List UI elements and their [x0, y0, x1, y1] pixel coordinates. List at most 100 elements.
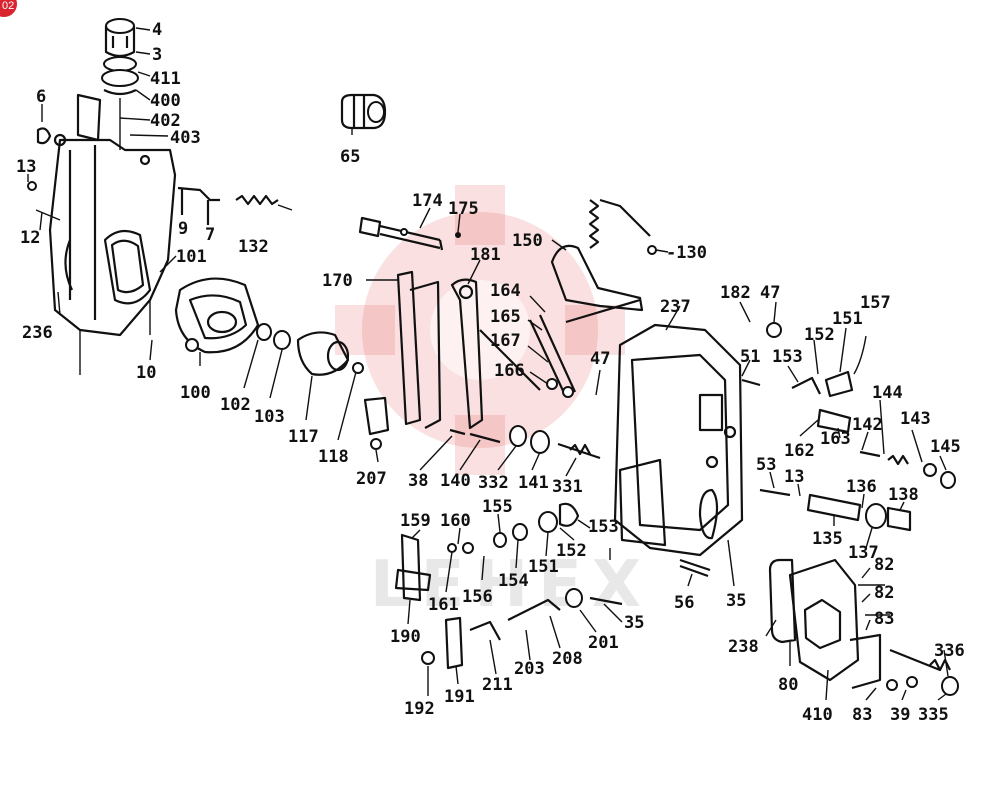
- callout-13: 13: [16, 157, 36, 177]
- callout-332: 332: [478, 473, 509, 493]
- bracket-150-spring-130: [550, 198, 657, 324]
- main-cover-237: [613, 323, 744, 557]
- links-164-167: [529, 314, 577, 398]
- callout-165: 165: [490, 307, 521, 327]
- callout-166: 166: [494, 361, 525, 381]
- callout-117: 117: [288, 427, 319, 447]
- callout-150: 150: [512, 231, 543, 251]
- callout-136: 136: [846, 477, 877, 497]
- link-9-7-132: [177, 186, 293, 225]
- callout-137: 137: [848, 543, 879, 563]
- callout-130: -130: [666, 243, 707, 263]
- callout-411: 411: [150, 69, 181, 89]
- callout-155: 155: [482, 497, 513, 517]
- sleeve-parts: [256, 323, 364, 376]
- watermark-text: LEHEX: [370, 548, 651, 622]
- callout-152: 152: [804, 325, 835, 345]
- callout-56: 56: [674, 593, 694, 613]
- callout-170: 170: [322, 271, 353, 291]
- callout-156: 156: [462, 587, 493, 607]
- callout-402: 402: [150, 111, 181, 131]
- callout-80: 80: [778, 675, 798, 695]
- callout-153: 153: [772, 347, 803, 367]
- callout-100: 100: [180, 383, 211, 403]
- callout-163: 163: [820, 429, 851, 449]
- right-parts-row2: [759, 488, 912, 532]
- callout-83b: 83: [852, 705, 872, 725]
- callout-151: 151: [832, 309, 863, 329]
- callout-47: 47: [590, 349, 610, 369]
- callout-403: 403: [170, 128, 201, 148]
- callout-181: 181: [470, 245, 501, 265]
- callout-143: 143: [900, 409, 931, 429]
- callout-174: 174: [412, 191, 443, 211]
- callout-237: 237: [660, 297, 691, 317]
- callout-10: 10: [136, 363, 156, 383]
- bushing-65: [340, 93, 387, 130]
- callout-labels: 4 3 411 400 402 403 6 13 12 9 7 132 101 …: [16, 20, 965, 725]
- callout-238: 238: [728, 637, 759, 657]
- callout-208: 208: [552, 649, 583, 669]
- callout-38: 38: [408, 471, 428, 491]
- center-shaft-row: [363, 396, 601, 460]
- callout-82: 82: [874, 555, 894, 575]
- callout-159: 159: [400, 511, 431, 531]
- page-badge-text: 02: [2, 0, 14, 12]
- callout-336: 336: [934, 641, 965, 661]
- callout-400: 400: [150, 91, 181, 111]
- callout-331: 331: [552, 477, 583, 497]
- bottom-levers: [421, 588, 623, 670]
- callout-182: 182: [720, 283, 751, 303]
- callout-3: 3: [152, 45, 162, 65]
- callout-410: 410: [802, 705, 833, 725]
- callout-160: 160: [440, 511, 471, 531]
- callout-118: 118: [318, 447, 349, 467]
- callout-35: 35: [726, 591, 746, 611]
- callout-140: 140: [440, 471, 471, 491]
- page-badge: 02: [0, 0, 17, 17]
- callout-153b: 153: [588, 517, 619, 537]
- callout-51: 51: [740, 347, 760, 367]
- callout-83: 83: [874, 609, 894, 629]
- callout-151b: 151: [528, 557, 559, 577]
- callout-53: 53: [756, 455, 776, 475]
- callout-35b: 35: [624, 613, 644, 633]
- callout-141: 141: [518, 473, 549, 493]
- end-cover-238: [768, 558, 959, 696]
- callout-7: 7: [205, 225, 215, 245]
- callout-167: 167: [490, 331, 521, 351]
- right-parts-row1: [741, 322, 956, 489]
- callout-335: 335: [918, 705, 949, 725]
- callout-236: 236: [22, 323, 53, 343]
- shaft-174: [358, 216, 461, 251]
- callout-138: 138: [888, 485, 919, 505]
- callout-191: 191: [444, 687, 475, 707]
- callout-102: 102: [220, 395, 251, 415]
- callout-192: 192: [404, 699, 435, 719]
- callout-82b: 82: [874, 583, 894, 603]
- callout-203: 203: [514, 659, 545, 679]
- callout-135: 135: [812, 529, 843, 549]
- callout-142: 142: [852, 415, 883, 435]
- callout-190: 190: [390, 627, 421, 647]
- top-cap-stack: [101, 18, 139, 150]
- callout-13b: 13: [784, 467, 804, 487]
- governor-housing: [27, 93, 177, 375]
- leader-lines: [27, 27, 949, 701]
- callout-164: 164: [490, 281, 521, 301]
- callout-132: 132: [238, 237, 269, 257]
- callout-161: 161: [428, 595, 459, 615]
- callout-144: 144: [872, 383, 903, 403]
- callout-157: 157: [860, 293, 891, 313]
- callout-201: 201: [588, 633, 619, 653]
- callout-211: 211: [482, 675, 513, 695]
- callout-9: 9: [178, 219, 188, 239]
- callout-39: 39: [890, 705, 910, 725]
- callout-101: 101: [176, 247, 207, 267]
- flyweight-assembly: [174, 277, 260, 354]
- bolt-56: [679, 558, 711, 578]
- callout-152b: 152: [556, 541, 587, 561]
- callout-207: 207: [356, 469, 387, 489]
- callout-12: 12: [20, 228, 40, 248]
